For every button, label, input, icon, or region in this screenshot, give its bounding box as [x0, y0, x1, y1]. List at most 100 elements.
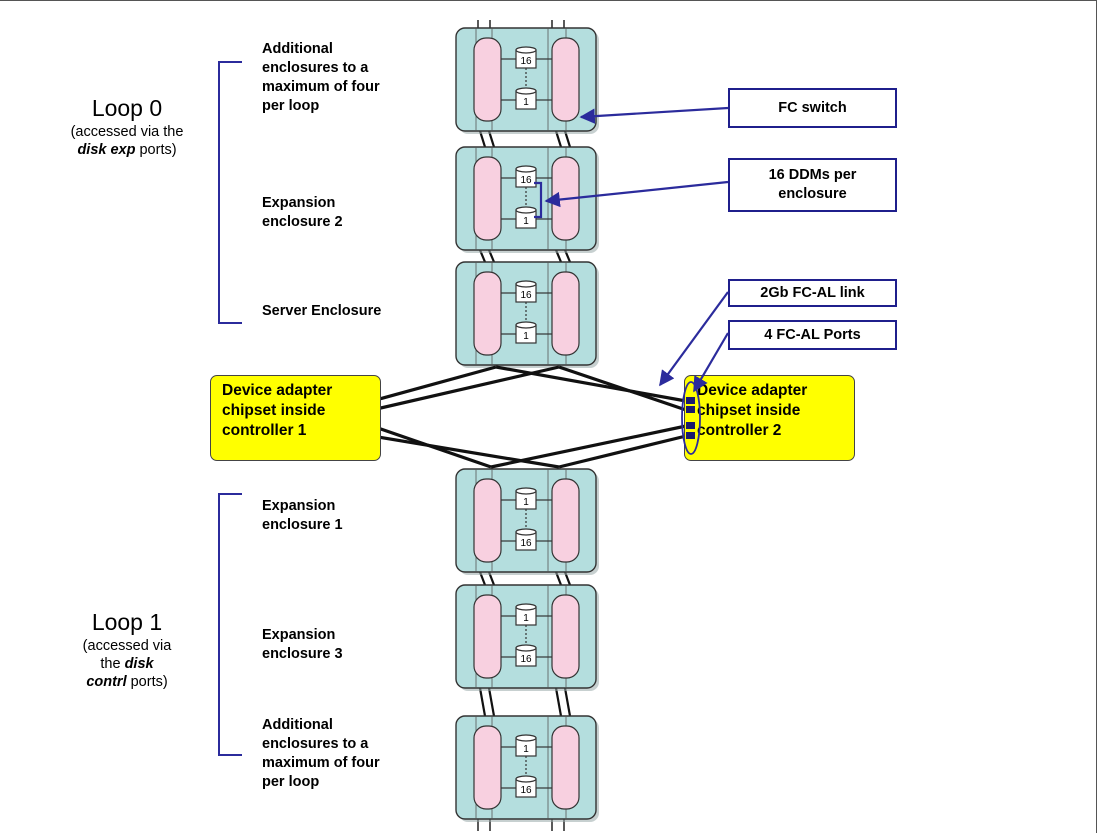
- label-line: maximum of four: [262, 755, 380, 771]
- disk-number: 1: [523, 216, 529, 227]
- fc-switch: [551, 156, 580, 241]
- loop0-subtitle-tail: ports): [135, 142, 177, 158]
- label-additional-enclosures-top: Additional enclosures to a maximum of fo…: [262, 40, 380, 116]
- loop0-port-name: disk exp: [77, 142, 136, 158]
- label-line: Additional: [262, 41, 333, 57]
- fc-switch: [551, 725, 580, 810]
- fc-al-link: [490, 424, 687, 469]
- callout-fc-al-ports: 4 FC-AL Ports: [728, 320, 897, 350]
- fc-switch: [473, 478, 502, 563]
- enclosure-cable: [563, 687, 572, 717]
- loop1-subtitle-line1: (accessed via: [82, 638, 172, 654]
- adapter-line: chipset inside: [697, 402, 801, 419]
- disk-number: 1: [523, 613, 529, 624]
- enclosure-expansion-2: 16 1: [455, 146, 599, 253]
- fc-switch: [473, 725, 502, 810]
- enclosure-cable: [554, 687, 563, 717]
- fc-al-link: [495, 365, 687, 403]
- loop1-subtitle-tail: ports): [126, 674, 168, 690]
- adapter-line: chipset inside: [222, 402, 326, 419]
- adapter-line: controller 1: [222, 422, 307, 439]
- disk-number: 16: [520, 290, 532, 301]
- label-server-enclosure: Server Enclosure: [262, 303, 382, 319]
- disk-drive-icon: 16: [515, 165, 537, 188]
- label-line: Expansion: [262, 498, 336, 514]
- callout-ddms-per-enclosure: 16 DDMs per enclosure: [728, 158, 897, 212]
- loop0-subtitle-line1: (accessed via the: [70, 124, 184, 140]
- label-line: enclosures to a: [262, 736, 369, 752]
- label-line: Expansion: [262, 195, 336, 211]
- loop0-subtitle-line2: disk exp ports): [42, 141, 212, 159]
- label-line: per loop: [262, 98, 320, 114]
- loop0-title: Loop 0: [91, 95, 163, 121]
- adapter-line: Device adapter: [222, 382, 333, 399]
- loop1-subtitle: (accessed via the disk contrl ports): [52, 637, 202, 691]
- disk-drive-icon: 1: [515, 321, 537, 344]
- fc-al-link: [558, 434, 687, 469]
- disk-drive-icon: 1: [515, 734, 537, 757]
- fc-switch: [551, 594, 580, 679]
- fc-switch: [551, 271, 580, 356]
- loop1-subtitle-line2: the disk: [52, 655, 202, 673]
- callout-line: enclosure: [778, 186, 847, 202]
- label-line: per loop: [262, 774, 320, 790]
- disk-number: 16: [520, 785, 532, 796]
- device-adapter-controller-2: Device adapter chipset inside controller…: [684, 375, 855, 461]
- loop0-subtitle: (accessed via the disk exp ports): [42, 123, 212, 159]
- loop0-bracket: [218, 61, 242, 324]
- fc-switch: [473, 271, 502, 356]
- fc-switch: [473, 156, 502, 241]
- loop1-port-name-a: disk: [124, 656, 154, 672]
- disk-number: 1: [523, 97, 529, 108]
- callout-fc-switch: FC switch: [728, 88, 897, 128]
- loop1-port-name-b: contrl: [86, 674, 127, 690]
- fc-switch: [551, 37, 580, 122]
- enclosure-additional-top: 16 1: [455, 27, 599, 134]
- label-additional-enclosures-bottom: Additional enclosures to a maximum of fo…: [262, 716, 380, 792]
- adapter-line: Device adapter: [697, 382, 808, 399]
- enclosure-expansion-3: 1 16: [455, 584, 599, 691]
- disk-drive-icon: 1: [515, 206, 537, 229]
- fc-al-link: [371, 434, 560, 469]
- label-line: Additional: [262, 717, 333, 733]
- label-expansion-enclosure-1: Expansion enclosure 1: [262, 497, 343, 535]
- disk-number: 16: [520, 538, 532, 549]
- disk-number: 16: [520, 175, 532, 186]
- fc-switch: [551, 478, 580, 563]
- loop1-subtitle-pre: the: [100, 656, 125, 672]
- label-line: maximum of four: [262, 79, 380, 95]
- disk-number: 1: [523, 331, 529, 342]
- label-line: enclosure 1: [262, 517, 343, 533]
- fc-switch: [473, 594, 502, 679]
- label-expansion-enclosure-2: Expansion enclosure 2: [262, 194, 343, 232]
- loop1-title: Loop 1: [91, 609, 163, 635]
- disk-number: 1: [523, 497, 529, 508]
- enclosure-cable: [487, 687, 496, 717]
- label-line: enclosures to a: [262, 60, 369, 76]
- disk-number: 1: [523, 744, 529, 755]
- disk-drive-icon: 16: [515, 775, 537, 798]
- disk-drive-icon: 1: [515, 87, 537, 110]
- disk-drive-icon: 16: [515, 280, 537, 303]
- fc-al-link: [558, 365, 687, 412]
- label-line: enclosure 3: [262, 646, 343, 662]
- enclosure-expansion-1: 1 16: [455, 468, 599, 575]
- disk-drive-icon: 1: [515, 603, 537, 626]
- fc-al-link: [371, 365, 497, 403]
- enclosure-additional-bottom: 1 16: [455, 715, 599, 822]
- disk-number: 16: [520, 654, 532, 665]
- loop1-subtitle-line3: contrl ports): [52, 673, 202, 691]
- disk-drive-icon: 1: [515, 487, 537, 510]
- enclosure-server: 16 1: [455, 261, 599, 368]
- label-line: enclosure 2: [262, 214, 343, 230]
- disk-drive-icon: 16: [515, 644, 537, 667]
- callout-fc-al-link: 2Gb FC-AL link: [728, 279, 897, 307]
- disk-number: 16: [520, 56, 532, 67]
- label-expansion-enclosure-3: Expansion enclosure 3: [262, 626, 343, 664]
- disk-drive-icon: 16: [515, 46, 537, 69]
- loop1-bracket: [218, 493, 242, 756]
- callout-line: 16 DDMs per: [768, 167, 857, 183]
- device-adapter-controller-1: Device adapter chipset inside controller…: [210, 375, 381, 461]
